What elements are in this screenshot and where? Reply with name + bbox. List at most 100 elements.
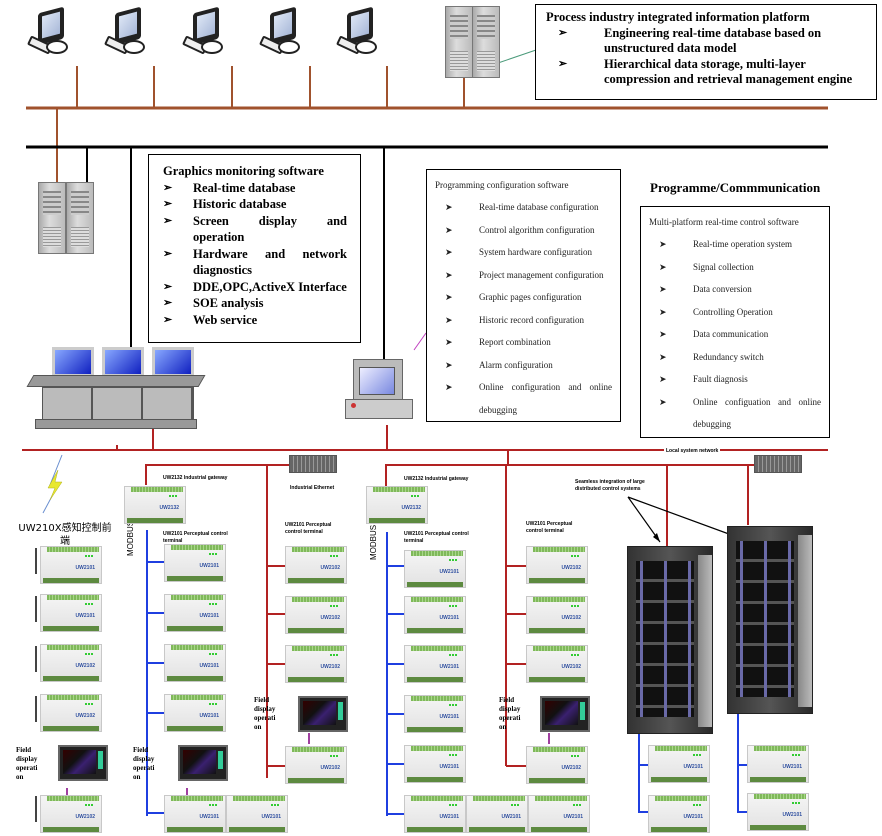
graphics-item: Real-time database [151,180,347,197]
modbus-label: MODBUS [369,524,378,560]
programming-item: Graphic pages configuration [435,286,612,309]
programming-item: System hardware configuration [435,241,612,264]
antenna-icon [35,596,37,622]
terminal-module: UW2101 [226,795,288,833]
control-software-title: Multi-platform real-time control softwar… [649,217,799,227]
terminal-module: UW2102 [285,746,347,784]
programming-item: Report combination [435,331,612,354]
field-hmi-panel [58,745,108,781]
terminal-module: UW2101 [164,694,226,732]
programming-item: Project management configuration [435,264,612,287]
control-item: Redundancy switch [649,346,821,369]
field-display-label: Field display operati on [16,746,38,781]
programming-item: Real-time database configuration [435,196,612,219]
integration-label: Seamless integration of large distribute… [575,479,645,492]
control-item: Signal collection [649,256,821,279]
control-cabinet [727,526,813,714]
terminal-module: UW2101 [747,793,809,831]
control-item: Data communication [649,323,821,346]
terminal-module: UW2102 [40,644,102,682]
control-item: Controlling Operation [649,301,821,324]
workstation-pc [104,6,145,55]
terminal-module: UW2101 [164,544,226,582]
terminal-module: UW2101 [164,594,226,632]
antenna-icon [35,696,37,722]
terminal-module: UW2101 [404,550,466,588]
terminal-module: UW2101 [164,644,226,682]
terminal-module: UW2101 [164,795,226,833]
control-software-box: Multi-platform real-time control softwar… [640,206,830,438]
field-hmi-panel [298,696,348,732]
antenna-icon [35,646,37,672]
control-cabinet [627,546,713,734]
field-hmi-panel [540,696,590,732]
platform-link [497,49,537,64]
terminal-label: UW2101 Perceptual control terminal [404,531,469,544]
terminal-module: UW2102 [285,645,347,683]
terminal-module: UW2102 [40,795,102,833]
programming-title: Programming configuration software [435,180,569,190]
field-display-label: Field display operati on [254,696,276,731]
terminal-module: UW2102 [285,546,347,584]
terminal-module: UW2102 [526,746,588,784]
graphics-item: DDE,OPC,ActiveX Interface [151,279,347,296]
programming-item: Online configuration and online debuggin… [435,376,612,421]
terminal-label: UW2101 Perceptual control terminal [526,521,573,534]
gateway-module: UW2132 [124,486,186,524]
terminal-module: UW2102 [285,596,347,634]
terminal-module: UW2101 [648,745,710,783]
communication-heading: Programme/Commmunication [650,180,821,195]
programming-item: Control algorithm configuration [435,219,612,242]
antenna-icon [35,548,37,574]
control-item: Online configuation and online debugging [649,391,821,436]
terminal-label: UW2101 Perceptual control terminal [285,522,332,535]
modbus-label: MODBUS [126,520,135,556]
terminal-module: UW2101 [528,795,590,833]
terminal-module: UW2101 [40,594,102,632]
terminal-module: UW2101 [648,795,710,833]
programming-config-box: Programming configuration software Real-… [426,169,621,422]
terminal-module: UW2101 [404,745,466,783]
workstation-pc [336,6,377,55]
programming-item: Historic record configuration [435,309,612,332]
control-item: Fault diagnosis [649,368,821,391]
graphics-item: Web service [151,312,347,329]
database-server [472,6,500,78]
engineering-station [343,357,413,419]
terminal-module: UW2101 [747,745,809,783]
database-server [445,6,473,78]
graphics-title: Graphics monitoring software [163,164,324,178]
control-item: Data conversion [649,278,821,301]
gateway-label: UW2132 Industrial gateway [163,475,228,481]
terminal-module: UW2101 [40,546,102,584]
application-server [66,182,94,254]
field-hmi-panel [178,745,228,781]
local-network-label: Local system network [664,448,721,455]
terminal-label: UW2101 Perceptual control terminal [163,531,228,544]
terminal-module: UW2101 [404,795,466,833]
graphics-item: Screen display and operation [151,213,347,246]
workstation-pc [182,6,223,55]
terminal-module: UW2102 [526,546,588,584]
platform-title: Process industry integrated information … [546,10,810,24]
control-console [26,345,206,430]
antenna-icon [35,796,37,822]
graphics-monitoring-box: Graphics monitoring software Real-time d… [148,154,361,343]
terminal-module: UW2101 [404,645,466,683]
graphics-item: Historic database [151,196,347,213]
terminal-module: UW2101 [404,596,466,634]
terminal-module: UW2102 [40,694,102,732]
field-display-label: Field display operati on [499,696,521,731]
programming-item: Alarm configuration [435,354,612,377]
gateway-label: UW2132 Industrial gateway [404,476,469,482]
field-display-label: Field display operati on [133,746,155,781]
platform-item: Engineering real-time database based on … [546,26,866,57]
control-item: Real-time operation system [649,233,821,256]
application-server [38,182,66,254]
gateway-module: UW2132 [366,486,428,524]
graphics-item: Hardware and network diagnostics [151,246,347,279]
terminal-module: UW2101 [466,795,528,833]
workstation-pc [259,6,300,55]
ethernet-label: Industrial Ethernet [290,485,335,491]
platform-info-box: Process industry integrated information … [535,4,877,100]
